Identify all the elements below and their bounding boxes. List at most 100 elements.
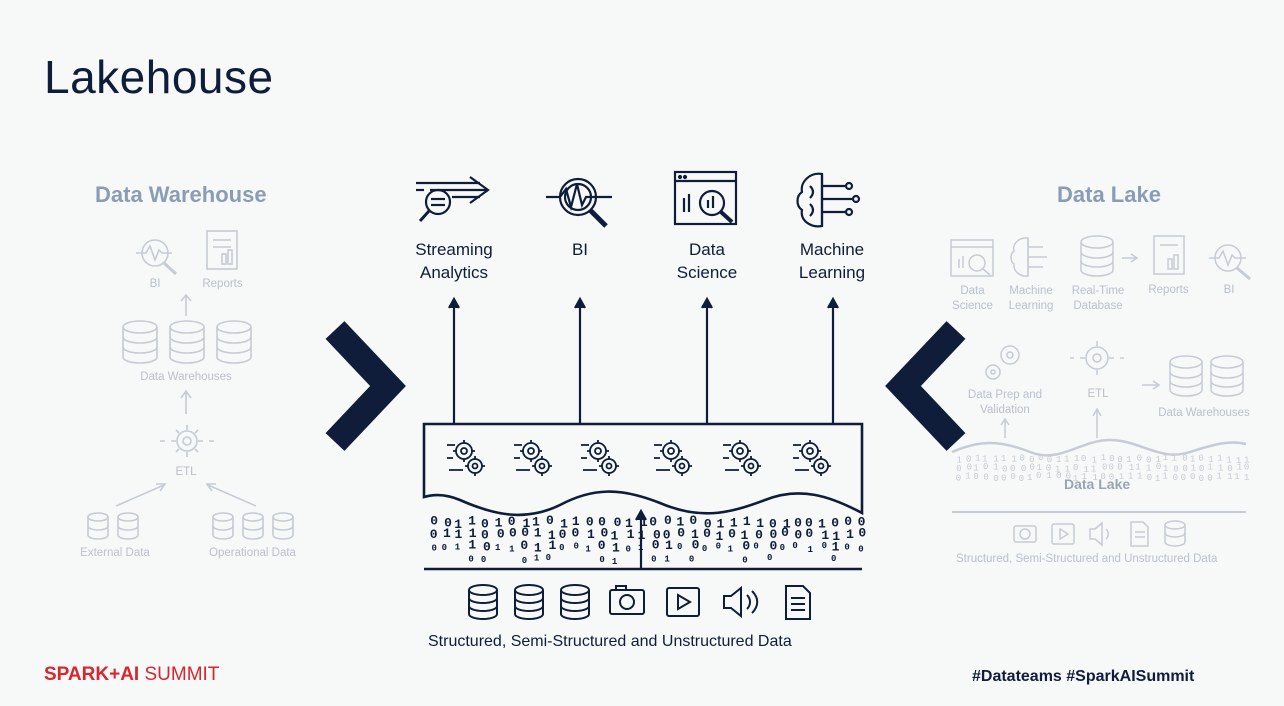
binary-digit: 0 <box>742 555 747 565</box>
binary-digit: 1 <box>640 515 648 530</box>
binary-digit: 0 <box>573 541 578 551</box>
gear-icon <box>447 440 485 476</box>
binary-digit: 0 <box>1109 472 1114 482</box>
binary-digit: 1 <box>468 514 476 529</box>
binary-digit: 1 <box>1234 472 1239 482</box>
binary-digit: 1 <box>716 529 724 544</box>
binary-digit: 0 <box>703 526 711 541</box>
binary-digit: 0 <box>858 514 866 529</box>
binary-digit: 0 <box>1010 464 1015 474</box>
consumer-machine-learning: Machine Learning <box>798 240 866 282</box>
wh-etl-label: ETL <box>175 466 197 478</box>
chevron-right-icon <box>325 321 406 451</box>
binary-digit: 1 <box>454 517 462 532</box>
camera-icon <box>609 585 645 615</box>
binary-digit: 1 <box>495 516 503 531</box>
consumer-bi: BI <box>571 240 589 259</box>
binary-digit: 1 <box>846 527 854 542</box>
binary-digit: 1 <box>560 516 568 531</box>
data-source-icons <box>468 584 811 620</box>
binary-digit: 1 <box>1129 463 1134 473</box>
binary-digit: 0 <box>1046 463 1051 473</box>
binary-digit: 0 <box>1173 473 1178 483</box>
binary-digit: 0 <box>521 525 529 540</box>
binary-digit: 0 <box>522 556 527 566</box>
binary-digit: 1 <box>993 462 998 472</box>
binary-digit: 0 <box>805 526 813 541</box>
lakehouse-graphics <box>416 170 864 571</box>
binary-digit: 0 <box>1102 462 1107 472</box>
binary-digit: 0 <box>753 542 758 552</box>
binary-digit: 1 <box>495 543 501 553</box>
binary-digit: 1 <box>676 515 684 530</box>
binary-digit: 1 <box>1046 471 1051 481</box>
lake-binary-stream: 1000011101001101001000000010100011101101… <box>956 453 1250 484</box>
binary-digit: 1 <box>973 463 978 473</box>
binary-digit: 0 <box>769 517 777 532</box>
binary-digit: 1 <box>982 454 987 464</box>
binary-digit: 0 <box>755 527 763 542</box>
binary-digit: 1 <box>1146 464 1151 474</box>
database-icon <box>117 512 139 540</box>
binary-digit: 0 <box>702 544 707 554</box>
data-warehouse-title: Data Warehouse <box>95 182 267 207</box>
binary-digit: 1 <box>610 529 618 544</box>
wh-external-data-label: External Data <box>80 547 150 559</box>
binary-digit: 0 <box>689 555 694 565</box>
reports-document-icon <box>206 230 238 270</box>
binary-digit: 0 <box>1029 455 1034 465</box>
audio-speaker-icon <box>723 585 759 619</box>
binary-digit: 0 <box>780 543 785 553</box>
binary-digit: 0 <box>805 515 813 530</box>
binary-digit: 1 <box>1056 455 1061 465</box>
database-icon <box>169 320 205 364</box>
binary-digit: 1 <box>1217 472 1222 482</box>
audio-speaker-icon <box>1089 521 1109 547</box>
binary-digit: 0 <box>1021 464 1026 474</box>
wh-data-warehouses-label: Data Warehouses <box>140 371 232 383</box>
binary-digit: 0 <box>983 473 988 483</box>
binary-digit: 0 <box>546 513 554 528</box>
binary-digit: 1 <box>587 527 595 542</box>
binary-digit: 0 <box>1047 455 1052 465</box>
video-play-icon <box>1051 523 1075 545</box>
binary-digit: 1 <box>585 545 591 555</box>
binary-digit: 0 <box>652 538 660 553</box>
consumer-streaming-analytics: Streaming Analytics <box>415 240 493 282</box>
binary-digit: 0 <box>1199 474 1204 484</box>
binary-digit: 0 <box>430 527 438 542</box>
binary-data-stream: 0000101111110000010100110001111011010010… <box>430 513 867 567</box>
binary-digit: 1 <box>548 528 556 543</box>
binary-digit: 0 <box>956 473 961 483</box>
binary-digit: 1 <box>1082 472 1087 482</box>
binary-digit: 0 <box>983 462 988 472</box>
bi-magnifier-icon <box>546 177 612 228</box>
machine-learning-brain-icon <box>796 172 861 228</box>
binary-digit: 0 <box>497 526 505 541</box>
binary-digit: 0 <box>728 526 736 541</box>
binary-digit: 1 <box>534 554 540 564</box>
binary-digit: 0 <box>481 527 489 542</box>
binary-digit: 0 <box>858 544 863 554</box>
binary-digit: 0 <box>993 474 998 484</box>
brand-logo: SPARK+AI SUMMIT <box>44 664 220 685</box>
binary-digit: 1 <box>468 538 476 553</box>
binary-digit: 1 <box>1208 455 1213 465</box>
binary-digit: 0 <box>1081 454 1086 464</box>
gear-icon <box>723 440 761 476</box>
binary-digit: 1 <box>808 545 814 555</box>
binary-digit: 0 <box>967 462 972 472</box>
binary-digit: 0 <box>520 538 528 553</box>
lakehouse-data-caption: Structured, Semi-Structured and Unstruct… <box>428 633 792 650</box>
binary-digit: 0 <box>831 554 836 564</box>
wh-reports-label: Reports <box>202 278 243 290</box>
binary-digit: 1 <box>1208 462 1213 472</box>
binary-digit: 1 <box>1137 472 1142 482</box>
binary-digit: 0 <box>444 516 452 531</box>
binary-digit: 0 <box>598 514 606 529</box>
wh-bi-label: BI <box>149 278 161 290</box>
binary-digit: 1 <box>1064 455 1069 465</box>
database-icon <box>87 512 109 540</box>
binary-digit: 0 <box>651 554 656 564</box>
